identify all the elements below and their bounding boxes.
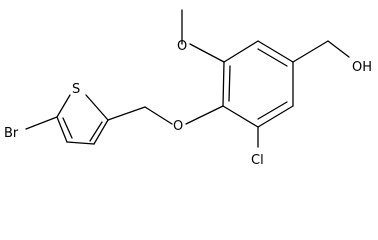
bond-c4-c3 [222, 61, 225, 107]
bond-c2-c1 [257, 40, 294, 63]
bond-c2-s [56, 94, 71, 118]
bromine-label: Br [4, 126, 19, 141]
bond-s-c5 [85, 94, 109, 121]
bond-c6-c5-inner [257, 101, 288, 120]
bond-c4-c3 [66, 141, 95, 145]
bond-c2-br [25, 116, 58, 130]
bond-o-c4 [185, 105, 224, 125]
bond-c3-c2-inner [62, 117, 73, 139]
methoxy-oxygen-label: O [177, 39, 187, 54]
thiophene-ring [25, 94, 109, 145]
bond-c5-c4 [222, 105, 259, 128]
molecule-structure: Br S O O Cl OH [4, 9, 372, 168]
bond-c3-c2 [56, 116, 68, 143]
bond-ch2-oh [327, 40, 350, 58]
bond-c1-ch2 [292, 40, 329, 63]
structure-canvas: Br S O O Cl OH [4, 9, 373, 168]
ether-oxygen-label: O [173, 119, 183, 134]
bond-c3-c2 [223, 40, 259, 63]
bond-ch2-o [144, 106, 173, 125]
atom-labels: Br S O O Cl OH [4, 39, 372, 168]
bond-c5-c4 [93, 119, 109, 145]
chlorine-label: Cl [251, 153, 264, 168]
methylene-bridge [107, 106, 173, 125]
bond-c6-c5 [257, 105, 294, 128]
bond-c3-methoxy-o [189, 43, 225, 63]
bond-c4-c3-inner [228, 65, 231, 102]
hydroxyl-label: OH [352, 60, 372, 75]
bond-c5-c4-inner [89, 121, 103, 142]
sulfur-label: S [72, 82, 80, 97]
substituents [181, 9, 350, 148]
bond-c2-c1-inner [257, 48, 288, 67]
benzene-ring [185, 40, 294, 128]
bond-thiophene-ch2 [107, 106, 146, 121]
